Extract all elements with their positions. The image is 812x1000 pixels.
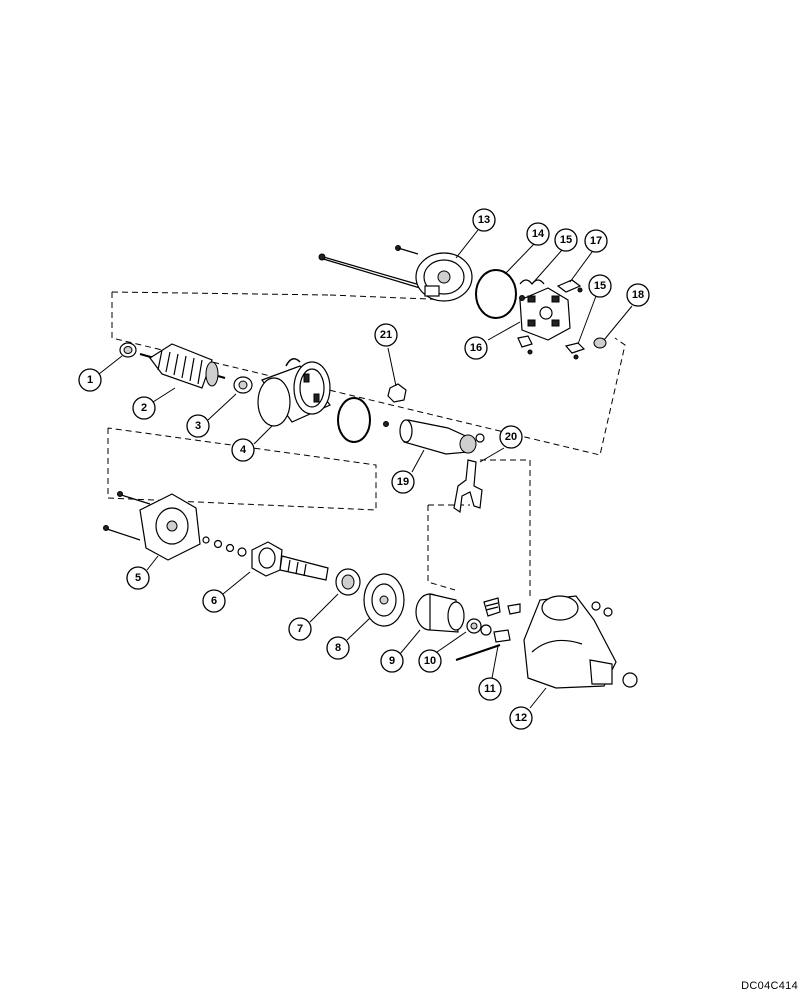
svg-text:18: 18 (632, 289, 644, 301)
svg-text:3: 3 (195, 420, 201, 432)
callout-15-upper: 15 (554, 228, 578, 252)
part-7-bearing (335, 568, 361, 596)
callout-13: 13 (472, 208, 496, 232)
part-20-shift-fork (453, 459, 483, 514)
part-19-solenoid (383, 419, 485, 455)
svg-text:15: 15 (560, 234, 572, 246)
part-16-brush-holder (519, 287, 571, 341)
svg-text:2: 2 (141, 402, 147, 414)
part-13-end-housing (318, 245, 473, 302)
svg-text:19: 19 (397, 476, 409, 488)
callout-12: 12 (509, 706, 533, 730)
figure-code: DC04C414 (741, 980, 798, 992)
svg-text:12: 12 (515, 712, 527, 724)
callout-20: 20 (499, 425, 523, 449)
leader-lines (98, 229, 633, 709)
part-2-armature (139, 343, 226, 389)
svg-text:11: 11 (484, 683, 496, 695)
part-15-brush-spring-lower (564, 342, 586, 360)
part-8-center-plate (363, 573, 405, 627)
callout-18: 18 (626, 283, 650, 307)
svg-text:20: 20 (505, 431, 517, 443)
callout-16: 16 (464, 336, 488, 360)
part-11-plunger (455, 597, 521, 661)
svg-text:17: 17 (590, 235, 602, 247)
assembly-guide-lines (107, 291, 626, 600)
callout-19: 19 (391, 470, 415, 494)
svg-text:16: 16 (470, 342, 482, 354)
part-12-gear-housing (523, 595, 638, 689)
callout-8: 8 (326, 636, 350, 660)
callout-9: 9 (380, 649, 404, 673)
part-4-field-frame (257, 358, 331, 427)
callout-21: 21 (374, 323, 398, 347)
part-1-bearing (119, 342, 137, 358)
brush-lead-pieces (517, 335, 533, 355)
callout-5: 5 (126, 566, 150, 590)
svg-text:7: 7 (297, 623, 303, 635)
svg-text:10: 10 (424, 655, 436, 667)
svg-text:1: 1 (87, 374, 93, 386)
callout-15-lower: 15 (588, 274, 612, 298)
part-18-bushing (593, 337, 607, 349)
part-9-pinion-drive (415, 593, 465, 633)
svg-text:4: 4 (240, 444, 247, 456)
svg-text:9: 9 (389, 655, 395, 667)
callout-6: 6 (202, 589, 226, 613)
part-14-o-ring (475, 269, 517, 319)
callout-10: 10 (418, 649, 442, 673)
callout-7: 7 (288, 617, 312, 641)
part-10-stop-collar (466, 618, 492, 636)
callout-17: 17 (584, 229, 608, 253)
part-21-terminal-nut (387, 383, 407, 403)
svg-text:6: 6 (211, 595, 217, 607)
callout-11: 11 (478, 677, 502, 701)
part-17-brush (556, 279, 583, 293)
svg-text:21: 21 (380, 329, 392, 341)
callout-4: 4 (231, 438, 255, 462)
svg-text:8: 8 (335, 642, 341, 654)
svg-text:15: 15 (594, 280, 606, 292)
part-6-drive-shaft (251, 541, 329, 581)
callout-2: 2 (132, 396, 156, 420)
part-3-bearing (233, 376, 253, 394)
field-frame-o-ring (337, 397, 371, 443)
callout-14: 14 (526, 222, 550, 246)
callout-1: 1 (78, 368, 102, 392)
svg-text:14: 14 (532, 228, 545, 240)
callout-3: 3 (186, 414, 210, 438)
part-5-drive-end-housing (103, 491, 247, 561)
svg-text:13: 13 (478, 214, 490, 226)
svg-text:5: 5 (135, 572, 141, 584)
